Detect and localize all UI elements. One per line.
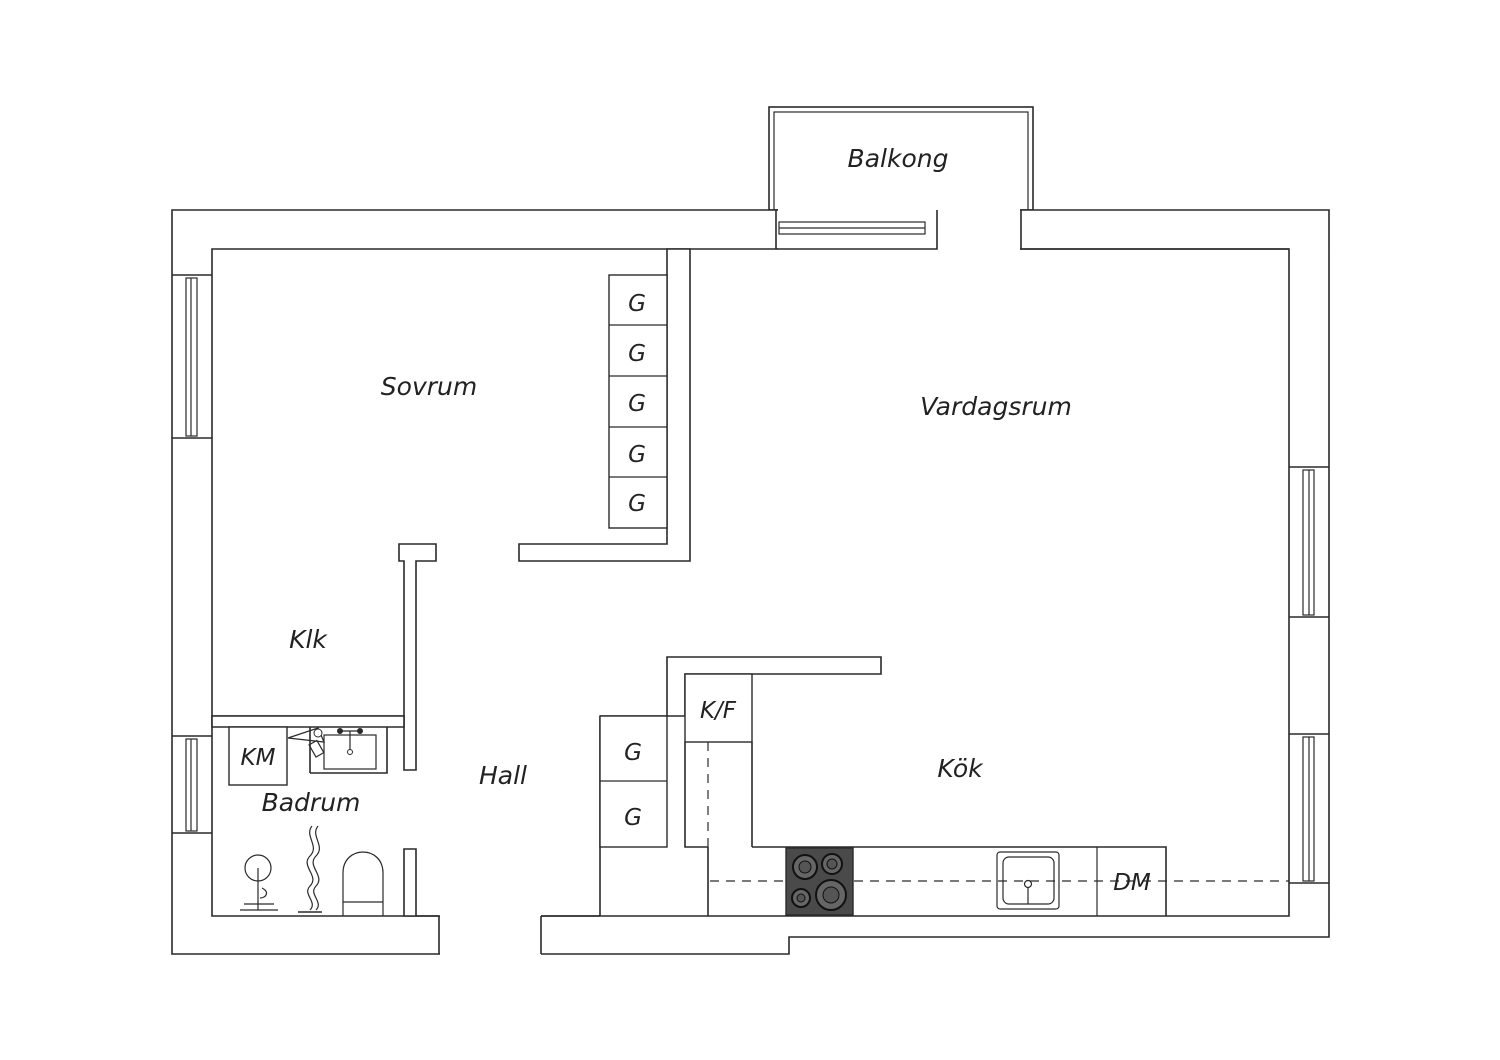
towel-heater-icon <box>298 825 322 913</box>
shower-icon <box>240 854 278 911</box>
room-label-kitchen: Kök <box>937 754 984 783</box>
window-bedroom <box>172 274 212 439</box>
outer-walls <box>171 209 1330 955</box>
room-label-walk-in-closet: Klk <box>289 625 328 654</box>
kitchen-counter <box>707 742 1289 916</box>
room-label-bedroom: Sovrum <box>381 372 477 401</box>
room-label-living-room: Vardagsrum <box>920 392 1072 421</box>
bedroom-wardrobes <box>608 274 668 529</box>
dishwasher-label: DM <box>1113 870 1151 896</box>
bathroom-sink-icon <box>287 727 388 774</box>
window-kitchen <box>1289 733 1329 884</box>
room-label-balcony: Balkong <box>848 144 949 173</box>
window-bathroom <box>172 735 212 834</box>
stove-icon <box>785 847 854 916</box>
room-label-bathroom: Badrum <box>262 788 361 817</box>
wardrobe-label: G <box>628 341 646 367</box>
wardrobe-label: G <box>624 740 642 766</box>
wardrobe-label: G <box>628 291 646 317</box>
fridge-freezer-label: K/F <box>700 698 737 724</box>
balcony-door <box>775 209 1289 250</box>
toilet-icon <box>342 851 384 916</box>
entrance-door <box>416 915 600 956</box>
room-label-hall: Hall <box>479 761 527 790</box>
hall-wardrobes <box>599 715 668 848</box>
window-living-room <box>1289 466 1329 618</box>
fridge-freezer <box>684 673 753 848</box>
wardrobe-label: G <box>628 442 646 468</box>
wardrobe-label: G <box>624 805 642 831</box>
washing-machine <box>228 726 288 786</box>
wall-bathroom-right-lower <box>403 848 417 917</box>
wardrobe-label: G <box>628 391 646 417</box>
wall-bedroom-living <box>518 248 691 562</box>
wall-closet <box>398 543 437 771</box>
washing-machine-label: KM <box>241 745 276 771</box>
kitchen-sink-icon <box>996 851 1060 910</box>
wall-bathroom-top <box>211 715 405 728</box>
wardrobe-label: G <box>628 491 646 517</box>
